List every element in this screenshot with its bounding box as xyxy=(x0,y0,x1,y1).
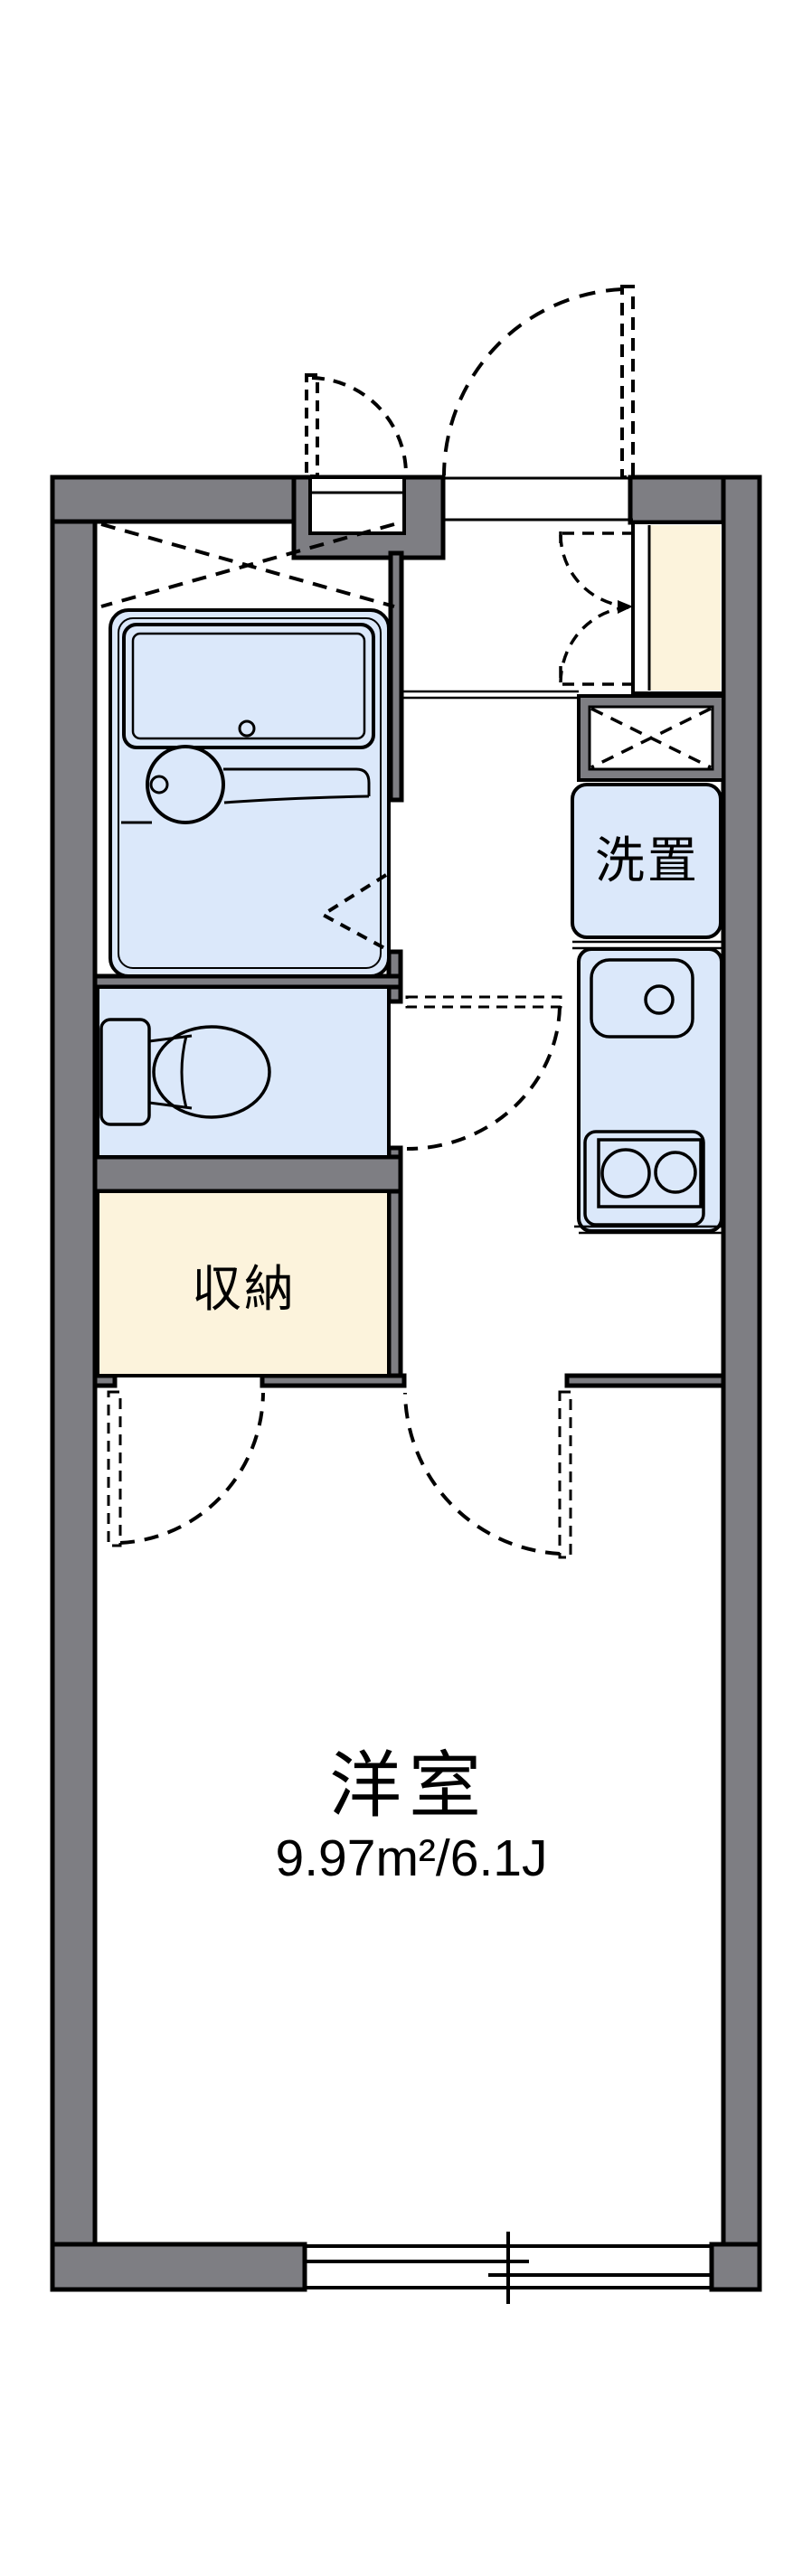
storage-closet: 収納 xyxy=(96,1189,391,1377)
stove-burners-icon xyxy=(600,1148,651,1199)
bathroom-right-wall xyxy=(388,550,404,803)
entrance-window-swing-arc-icon xyxy=(311,376,408,475)
door-swing-arc-icon-closet xyxy=(119,1392,265,1545)
toilet-room xyxy=(96,985,391,1159)
door-swing-arc-icon-room xyxy=(403,1392,561,1556)
shoe-cabinet-fill xyxy=(650,525,721,691)
cross-line-2 xyxy=(100,522,395,608)
western-room-area-label: 9.97m²/6.1J xyxy=(276,1829,548,1887)
toilet-seat-lines xyxy=(148,1034,193,1110)
toilet-door-swing xyxy=(405,995,562,1151)
room-door-panel xyxy=(558,1390,572,1559)
toilet-tank xyxy=(99,1018,151,1126)
stove-burner-2-icon xyxy=(654,1151,697,1194)
entrance-door-panel xyxy=(620,285,635,479)
washer-place-label: 洗置 xyxy=(595,832,700,888)
toilet-door-panel xyxy=(405,995,562,1009)
crossed-dashed-box-icon xyxy=(590,707,712,769)
bathroom xyxy=(100,522,395,978)
outer-wall-left xyxy=(50,475,98,2292)
sink-drain-icon xyxy=(644,984,675,1015)
bathroom-unit-inner-line xyxy=(118,617,382,969)
sliding-window-icon xyxy=(305,2232,712,2304)
toilet-icon xyxy=(152,1025,271,1119)
toilet-storage-divider-wall xyxy=(92,1154,403,1194)
entrance-niche xyxy=(308,475,406,535)
room-top-wall-right xyxy=(564,1373,726,1388)
bathtub-icon xyxy=(122,623,375,749)
shoe-cabinet xyxy=(559,521,725,695)
appliance-space xyxy=(577,694,725,782)
western-room: 洋室 9.97m²/6.1J xyxy=(276,1745,548,1887)
outer-wall-bottom xyxy=(50,2242,307,2292)
door-swing-arrow-icon xyxy=(618,600,633,614)
entrance-door-swing-arc-icon xyxy=(442,287,623,476)
bathroom-ceiling-cross xyxy=(100,522,395,608)
bathroom-door-swing-icon xyxy=(319,873,388,951)
door-swing-arc-icon-toilet xyxy=(406,1006,562,1151)
washer-place: 洗置 xyxy=(571,783,722,939)
basin-counter-line-bottom xyxy=(223,794,370,804)
closet-door-panel xyxy=(107,1390,122,1547)
washer-place-box xyxy=(571,783,722,939)
shoe-cabinet-door-swings xyxy=(559,531,633,686)
entrance-door-swings xyxy=(305,285,635,479)
kitchen-sink-icon xyxy=(590,958,694,1039)
room-door-swings xyxy=(107,1390,572,1559)
storage-floor xyxy=(96,1189,391,1377)
washbasin-icon xyxy=(146,745,225,824)
outer-wall-top-left xyxy=(50,475,313,524)
bathtub-drain-icon xyxy=(238,719,256,738)
outer-wall-right xyxy=(721,475,762,2247)
kitchen xyxy=(572,940,723,1235)
cross-b xyxy=(590,707,712,769)
western-room-label: 洋室 xyxy=(329,1745,488,1826)
entrance xyxy=(308,475,633,535)
outer-wall-bottom-right-corner xyxy=(709,2242,762,2292)
basin-counter-line-top xyxy=(223,767,371,796)
entrance-window-panel xyxy=(305,373,319,478)
bathtub-inner-line xyxy=(131,632,366,740)
washbasin-faucet-icon xyxy=(149,775,169,794)
genkan-step-lines xyxy=(401,690,579,700)
toilet-rim-line xyxy=(180,1035,188,1109)
storage-label: 収納 xyxy=(192,1261,297,1317)
